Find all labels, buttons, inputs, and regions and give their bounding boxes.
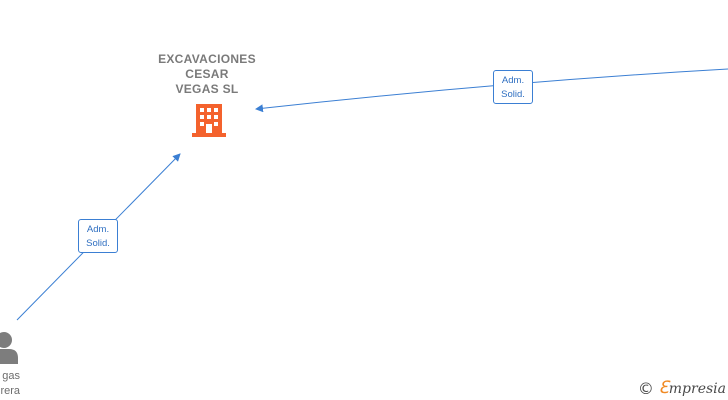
company-name-line-2: CESAR [185, 67, 229, 81]
edge-label-left-line-2: Solid. [86, 238, 110, 249]
person-name-line-2: rera [0, 385, 20, 397]
edge-label-top[interactable]: Adm. Solid. [493, 70, 533, 104]
person-name[interactable]: gas rera [0, 369, 20, 399]
company-name[interactable]: EXCAVACIONES CESAR VEGAS SL [147, 52, 267, 97]
edge-line-top [255, 68, 728, 113]
person-name-line-1: gas [2, 370, 20, 382]
logo-initial: ℇ [658, 378, 669, 398]
building-icon[interactable] [192, 104, 226, 138]
edge-label-top-line-1: Adm. [501, 75, 525, 86]
empresia-logo: © ℇmpresia [638, 378, 726, 400]
edge-label-left[interactable]: Adm. Solid. [78, 219, 118, 253]
company-name-line-1: EXCAVACIONES [158, 52, 256, 66]
company-name-line-3: VEGAS SL [175, 82, 239, 96]
edge-label-left-line-1: Adm. [86, 224, 110, 235]
edge-label-top-line-2: Solid. [501, 89, 525, 100]
person-icon[interactable] [0, 330, 18, 364]
copyright-symbol: © [637, 379, 654, 398]
logo-text: mpresia [668, 381, 726, 397]
